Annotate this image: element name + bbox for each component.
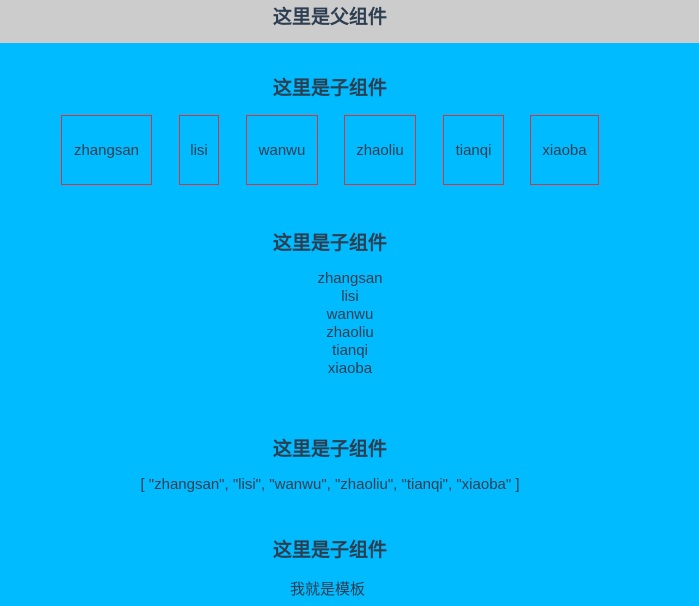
name-box-zhaoliu: zhaoliu <box>344 115 416 185</box>
name-list: zhangsan lisi wanwu zhaoliu tianqi xiaob… <box>250 270 450 378</box>
child-title-4: 这里是子组件 <box>272 540 387 561</box>
list-item: wanwu <box>326 306 374 323</box>
name-box-lisi: lisi <box>179 115 219 185</box>
list-item: zhangsan <box>317 270 383 287</box>
child-title-3: 这里是子组件 <box>272 439 387 460</box>
list-item: tianqi <box>332 342 368 359</box>
child-title-2: 这里是子组件 <box>272 233 387 254</box>
name-box-tianqi: tianqi <box>443 115 504 185</box>
template-text: 我就是模板 <box>290 581 366 598</box>
child-title-1: 这里是子组件 <box>272 78 387 99</box>
parent-header: 这里是父组件 <box>0 0 699 43</box>
name-box-wanwu: wanwu <box>246 115 318 185</box>
parent-title: 这里是父组件 <box>272 7 387 28</box>
list-item: xiaoba <box>327 360 373 377</box>
array-text: [ "zhangsan", "lisi", "wanwu", "zhaoliu"… <box>140 476 520 493</box>
name-box-xiaoba: xiaoba <box>530 115 599 185</box>
list-item: lisi <box>341 288 359 305</box>
name-box-zhangsan: zhangsan <box>61 115 152 185</box>
list-item: zhaoliu <box>326 324 374 341</box>
